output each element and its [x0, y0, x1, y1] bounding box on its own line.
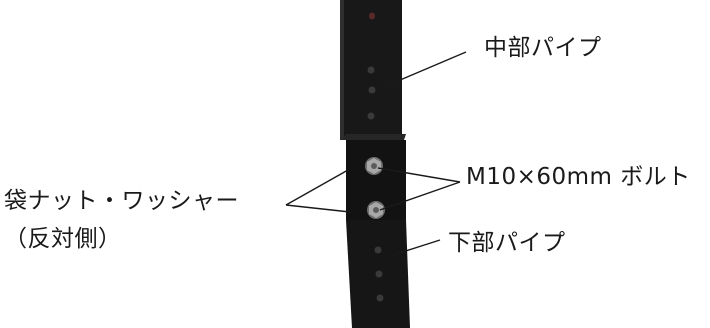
leader-lower-pipe	[389, 239, 441, 257]
label-middle-pipe: 中部パイプ	[484, 35, 602, 61]
sleeve-top-edge	[342, 134, 406, 140]
pipe-hole	[367, 66, 375, 74]
pipe-hole	[368, 86, 376, 94]
leader-bolt-upper	[377, 167, 461, 183]
hex-bolt-icon	[367, 201, 385, 219]
hex-bolt-icon	[365, 157, 383, 175]
leader-nut-lower	[285, 204, 351, 213]
pipe-hole	[376, 294, 384, 302]
pipe-hole	[367, 112, 375, 120]
pipe-hole	[369, 12, 375, 20]
middle-pipe-edge	[340, 0, 344, 140]
leader-nut-upper	[285, 169, 349, 206]
label-nut-washer-note: （反対側）	[4, 226, 122, 252]
pipe-hole	[374, 246, 382, 254]
pipe-hole	[375, 270, 383, 278]
label-nut-washer: 袋ナット・ワッシャー	[4, 188, 239, 214]
leader-middle-pipe	[385, 51, 467, 87]
label-lower-pipe: 下部パイプ	[448, 230, 566, 256]
label-bolt: M10×60mm ボルト	[466, 164, 691, 190]
leader-bolt-lower	[379, 181, 461, 211]
